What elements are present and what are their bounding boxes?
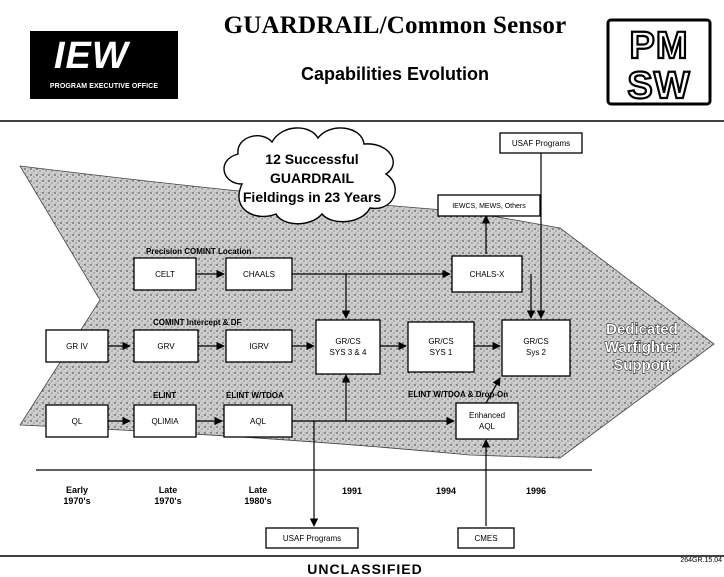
node-gr-iv-label: GR IV: [66, 342, 88, 351]
node-chals-x: CHALS-X: [451, 255, 523, 293]
node-enhanced-aql-line2: AQL: [479, 422, 496, 431]
pmsw-logo-line2: SW: [627, 65, 690, 106]
pmsw-logo-frame: [606, 18, 712, 106]
node-aql-label: AQL: [250, 417, 267, 426]
node-usaf-bottom-label: USAF Programs: [283, 534, 341, 543]
node-celt-label: CELT: [155, 270, 175, 279]
node-aql: AQL: [223, 404, 293, 438]
goal-line-3: Support: [613, 357, 671, 374]
node-qlimia-label: QLIMIA: [151, 417, 179, 426]
node-usaf-top: USAF Programs: [499, 132, 583, 154]
node-celt: CELT: [133, 257, 197, 291]
node-igrv: IGRV: [225, 329, 293, 363]
node-igrv-label: IGRV: [249, 342, 269, 351]
classification-marking: UNCLASSIFIED: [307, 561, 423, 577]
node-grcs-1: GR/CS SYS 1: [407, 321, 475, 373]
node-enhanced-aql: Enhanced AQL: [455, 402, 519, 440]
arrow-enhanced-grcs2: [485, 377, 501, 404]
node-grv: GRV: [133, 329, 199, 363]
iew-logo-caption: PROGRAM EXECUTIVE OFFICE: [49, 83, 159, 90]
node-enhanced-aql-line1: Enhanced: [469, 411, 505, 420]
node-cmes: CMES: [457, 527, 515, 549]
node-grcs-2: GR/CS Sys 2: [501, 319, 571, 377]
slide-code: 264GR.15.04: [680, 557, 722, 564]
year-late-1970s-line1: Late: [159, 485, 178, 495]
cloud-line-3: Fieldings in 23 Years: [243, 189, 381, 205]
year-late-1980s-line1: Late: [249, 485, 268, 495]
node-chals-x-label: CHALS-X: [470, 270, 505, 279]
node-grcs-34-line2: SYS 3 & 4: [330, 348, 367, 357]
node-chaals-label: CHAALS: [243, 270, 275, 279]
node-grcs-1-line2: SYS 1: [430, 348, 453, 357]
year-late-1970s-line2: 1970's: [154, 496, 181, 506]
goal-line-1: Dedicated: [606, 321, 678, 338]
node-grv-label: GRV: [157, 342, 175, 351]
node-usaf-bottom: USAF Programs: [265, 527, 359, 549]
node-grcs-2-line1: GR/CS: [523, 337, 548, 346]
node-grcs-34: GR/CS SYS 3 & 4: [315, 319, 381, 375]
node-grcs-34-line1: GR/CS: [335, 337, 360, 346]
lane-elint-tdoa-dropon: ELINT W/TDOA & Drop-On: [408, 390, 508, 399]
year-1991: 1991: [342, 486, 362, 496]
page-subtitle: Capabilities Evolution: [300, 64, 490, 84]
year-1996: 1996: [526, 486, 546, 496]
node-gr-iv: GR IV: [45, 329, 109, 363]
lane-elint-tdoa: ELINT W/TDOA: [226, 391, 284, 400]
iew-logo: IEW PROGRAM EXECUTIVE OFFICE: [30, 31, 178, 99]
lane-elint: ELINT: [153, 391, 176, 400]
node-iewcs: IEWCS, MEWS, Others: [437, 194, 541, 217]
lane-precision-comint: Precision COMINT Location: [146, 247, 251, 256]
pmsw-logo: PM SW: [606, 18, 712, 106]
node-iewcs-label: IEWCS, MEWS, Others: [452, 203, 526, 210]
page-title: GUARDRAIL/Common Sensor: [223, 12, 567, 39]
node-ql-label: QL: [72, 417, 83, 426]
iew-logo-text: IEW: [54, 35, 129, 77]
lane-comint-intercept: COMINT Intercept & DF: [153, 318, 242, 327]
year-early-1970s-line2: 1970's: [63, 496, 90, 506]
node-usaf-top-label: USAF Programs: [512, 139, 570, 148]
node-ql: QL: [45, 404, 109, 438]
cloud-line-2: GUARDRAIL: [270, 170, 354, 186]
year-1994: 1994: [436, 486, 456, 496]
cloud-line-1: 12 Successful: [265, 151, 358, 167]
node-cmes-label: CMES: [474, 534, 497, 543]
node-chaals: CHAALS: [225, 257, 293, 291]
year-early-1970s-line1: Early: [66, 485, 88, 495]
year-late-1980s-line2: 1980's: [244, 496, 271, 506]
pmsw-logo-line1: PM: [630, 25, 689, 67]
node-grcs-2-line2: Sys 2: [526, 348, 547, 357]
node-qlimia: QLIMIA: [133, 404, 197, 438]
node-grcs-1-line1: GR/CS: [428, 337, 453, 346]
goal-line-2: Warfighter: [605, 339, 680, 356]
fieldings-cloud: [223, 127, 396, 225]
